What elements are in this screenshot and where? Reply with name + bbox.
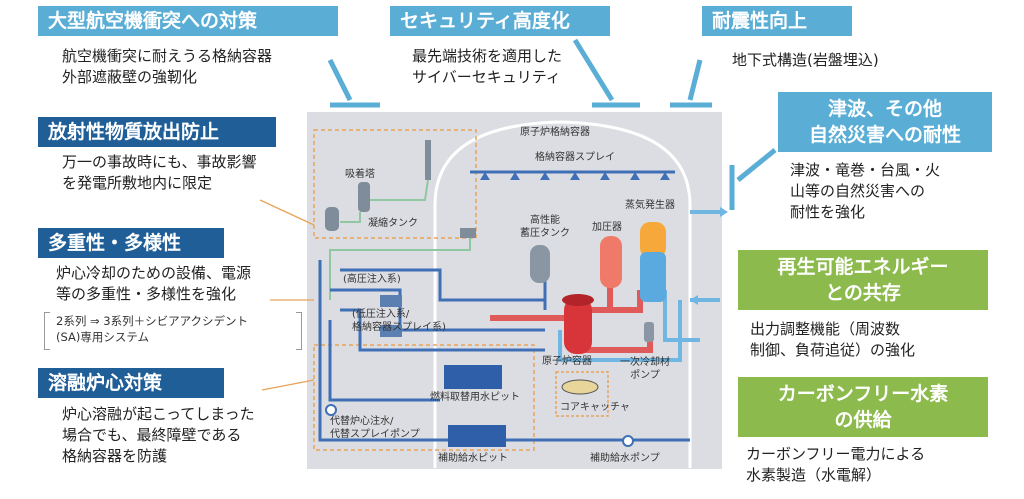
tsunami-body: 津波・竜巻・台風・火 山等の自然災害への 耐性を強化 bbox=[790, 161, 941, 221]
aux-pit-shape bbox=[448, 425, 506, 447]
aircraft-title: 大型航空機衝突への対策 bbox=[38, 6, 338, 36]
label-core-catcher: コアキャッチャ bbox=[560, 402, 630, 413]
redundancy-title: 多重性・多様性 bbox=[38, 228, 224, 258]
renewable-title: 再生可能エネルギー との共存 bbox=[738, 250, 988, 310]
meltdown-body: 炉心溶融が起こってしまった 場合でも、最終障壁である 格納容器を防護 bbox=[62, 405, 255, 465]
connector-arrows bbox=[327, 38, 777, 210]
release-body: 万一の事故時にも、事故影響 を発電所敷地内に限定 bbox=[62, 153, 257, 192]
redundancy-note: 2系列 ⇒ 3系列＋シビアアクシデント (SA)専用システム bbox=[56, 314, 249, 344]
pressurizer-shape bbox=[600, 236, 622, 288]
renewable-body: 出力調整機能（周波数 制御、負荷追従）の強化 bbox=[750, 320, 916, 359]
label-fuel-pit: 燃料取替用水ピット bbox=[430, 392, 520, 403]
containment-dome bbox=[433, 120, 692, 468]
label-aux-pit: 補助給水ピット bbox=[438, 453, 508, 464]
core-catcher-box bbox=[555, 371, 609, 417]
note-bracket-right bbox=[296, 312, 302, 350]
fuel-pit-shape bbox=[444, 365, 502, 389]
security-title: セキュリティ高度化 bbox=[390, 6, 610, 36]
label-hp-injection: (高圧注入系) bbox=[343, 274, 401, 285]
seismic-body: 地下式構造(岩盤埋込) bbox=[732, 51, 879, 69]
label-aux-pump: 補助給水ポンプ bbox=[590, 453, 660, 464]
tsunami-title: 津波、その他 自然災害への耐性 bbox=[778, 92, 992, 152]
aircraft-body: 航空機衝突に耐えうる格納容器 外部遮蔽壁の強靭化 bbox=[62, 47, 273, 86]
label-pressurizer: 加圧器 bbox=[592, 222, 622, 233]
label-accumulator: 高性能 蓄圧タンク bbox=[520, 215, 570, 239]
redundancy-body: 炉心冷却のための設備、電源 等の多重性・多様性を強化 bbox=[56, 264, 252, 303]
label-reactor-vessel: 原子炉容器 bbox=[542, 356, 592, 367]
label-alt-pump: 代替炉心注水/ 代替スプレイポンプ bbox=[330, 416, 420, 440]
label-spray: 格納容器スプレイ bbox=[535, 152, 615, 163]
security-body: 最先端技術を適用した サイバーセキュリティ bbox=[412, 47, 563, 86]
label-absorber: 吸着塔 bbox=[345, 169, 375, 180]
label-rcp: 一次冷却材 ポンプ bbox=[620, 357, 670, 381]
label-steam-generator: 蒸気発生器 bbox=[625, 200, 675, 211]
release-title: 放射性物質放出防止 bbox=[38, 117, 276, 147]
label-lp-injection: (低圧注入系/ 格納容器スプレイ系) bbox=[352, 309, 446, 333]
steam-generator-bottom bbox=[640, 252, 666, 302]
seismic-title: 耐震性向上 bbox=[702, 6, 852, 36]
release-zone bbox=[313, 129, 477, 239]
meltdown-zone bbox=[313, 344, 535, 451]
label-containment: 原子炉格納容器 bbox=[520, 127, 590, 138]
hydrogen-body: カーボンフリー電力による 水素製造（水電解） bbox=[746, 445, 926, 484]
note-bracket-left bbox=[44, 312, 50, 350]
steam-generator-top bbox=[640, 222, 666, 258]
reactor-vessel-shape bbox=[564, 298, 592, 354]
label-condensate-tank: 凝縮タンク bbox=[368, 218, 418, 229]
hydrogen-title: カーボンフリー水素 の供給 bbox=[738, 377, 988, 437]
meltdown-title: 溶融炉心対策 bbox=[38, 368, 224, 398]
